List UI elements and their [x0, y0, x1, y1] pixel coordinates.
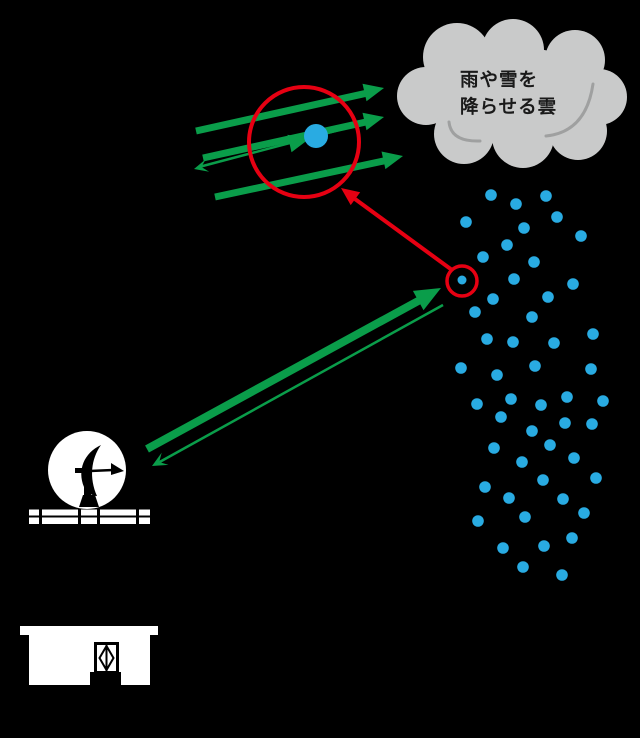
precipitation-dot — [488, 442, 500, 454]
precipitation-dot — [544, 439, 556, 451]
precipitation-dot — [487, 293, 499, 305]
precipitation-dot — [540, 190, 552, 202]
precipitation-dot — [587, 328, 599, 340]
precipitation-dot — [503, 492, 515, 504]
precipitation-dot — [491, 369, 503, 381]
precipitation-dot — [495, 411, 507, 423]
precipitation-dot — [566, 532, 578, 544]
precipitation-dot — [507, 336, 519, 348]
precipitation-dot — [516, 456, 528, 468]
precipitation-dot — [597, 395, 609, 407]
radar-platform — [29, 509, 150, 524]
rain-snow-particles — [455, 189, 609, 581]
precipitation-dot — [535, 399, 547, 411]
rain-snow-cloud-icon: 雨や雪を 降らせる雲 — [397, 19, 627, 168]
precipitation-dot — [561, 391, 573, 403]
precipitation-dot — [501, 239, 513, 251]
precipitation-dot — [557, 493, 569, 505]
wind-arrow-bottom — [214, 151, 403, 201]
scattered-return-arrow-top — [194, 122, 363, 172]
upper-wind-arrows — [194, 83, 403, 201]
precipitation-dot — [586, 418, 598, 430]
cloud-label-line1: 雨や雪を — [460, 69, 538, 90]
precipitation-dot — [568, 452, 580, 464]
radar-dish — [75, 445, 124, 507]
precipitation-dot — [526, 425, 538, 437]
precipitation-dot — [519, 511, 531, 523]
precipitation-dot — [505, 393, 517, 405]
precipitation-dot — [460, 216, 472, 228]
scattering-zoom-circle — [247, 85, 361, 199]
radar-beam-arrows — [145, 288, 444, 466]
building-door — [94, 642, 119, 674]
precipitation-dot — [578, 507, 590, 519]
weather-radar-station-icon — [29, 431, 150, 524]
cloud-shading-arcs — [447, 82, 595, 143]
precipitation-dot — [455, 362, 467, 374]
precipitation-dot — [551, 211, 563, 223]
precipitation-dot — [585, 363, 597, 375]
precipitation-dot — [510, 198, 522, 210]
precipitation-dot — [472, 515, 484, 527]
building-body — [29, 635, 150, 676]
precipitation-dot — [556, 569, 568, 581]
radar-transmit-arrow — [145, 288, 441, 453]
target-circle — [445, 264, 479, 298]
precipitation-dot — [518, 222, 530, 234]
precipitation-dot — [542, 291, 554, 303]
precipitation-dot — [497, 542, 509, 554]
precipitation-dot — [567, 278, 579, 290]
precipitation-dot — [469, 306, 481, 318]
precipitation-dot — [481, 333, 493, 345]
precipitation-dot — [528, 256, 540, 268]
precipitation-dot — [526, 311, 538, 323]
precipitation-dot — [575, 230, 587, 242]
precipitation-dot — [477, 251, 489, 263]
precipitation-dot — [559, 417, 571, 429]
precipitation-dot — [471, 398, 483, 410]
precipitation-dot — [485, 189, 497, 201]
precipitation-dot — [538, 540, 550, 552]
building-base — [29, 676, 150, 685]
observation-building-icon — [20, 626, 158, 686]
building-roof — [20, 626, 158, 635]
precipitation-dot — [590, 472, 602, 484]
target-particle-icon — [457, 275, 467, 285]
cloud-label-line2: 降らせる雲 — [460, 96, 557, 117]
precipitation-dot — [508, 273, 520, 285]
zoom-pointer-arrow — [341, 188, 454, 272]
door-sill — [90, 672, 121, 686]
precipitation-dot — [537, 474, 549, 486]
radar-return-arrow — [152, 303, 444, 466]
precipitation-dot — [479, 481, 491, 493]
precipitation-dot — [548, 337, 560, 349]
precipitation-dot — [517, 561, 529, 573]
scattering-particle-icon — [304, 124, 328, 148]
precipitation-dot — [529, 360, 541, 372]
